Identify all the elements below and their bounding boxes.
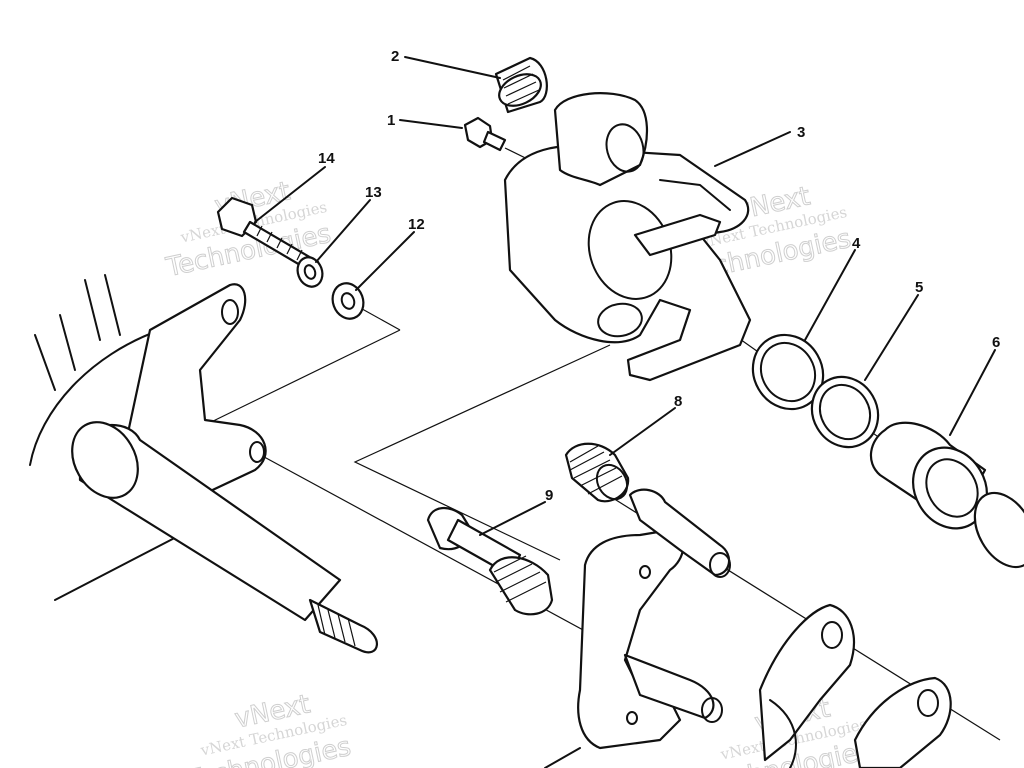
callout-1: 1 xyxy=(387,112,395,129)
callout-2: 2 xyxy=(391,48,399,65)
leader-lines xyxy=(254,56,996,768)
part-1-bleeder-screw xyxy=(463,116,507,152)
part-8-boot xyxy=(564,442,630,503)
part-14-bolt xyxy=(216,196,320,274)
spindle-shaft xyxy=(71,421,378,654)
part-9-slide-pin xyxy=(426,507,554,616)
callout-6: 6 xyxy=(992,334,1000,351)
part-13-lock-washer xyxy=(296,256,324,288)
callout-5: 5 xyxy=(915,279,923,296)
callout-14: 14 xyxy=(318,150,335,167)
caliper-bracket xyxy=(577,488,731,750)
part-2-bleeder-cap xyxy=(494,56,548,114)
watermark-bottom-left: vNext vNext Technologies Technologies xyxy=(182,689,354,768)
part-4-seal xyxy=(751,333,825,411)
callout-8: 8 xyxy=(674,393,682,410)
part-3-caliper-body xyxy=(503,92,752,382)
callout-13: 13 xyxy=(365,184,382,201)
part-5-dust-seal xyxy=(810,375,880,449)
part-6-piston xyxy=(869,421,1024,569)
brake-pads xyxy=(758,603,952,768)
part-12-flat-washer xyxy=(331,282,365,320)
callout-9: 9 xyxy=(545,487,553,504)
callout-3: 3 xyxy=(797,124,805,141)
callout-12: 12 xyxy=(408,216,425,233)
callout-numbers: 1 2 3 4 5 6 8 9 12 13 14 xyxy=(318,48,1000,504)
callout-4: 4 xyxy=(852,235,861,252)
